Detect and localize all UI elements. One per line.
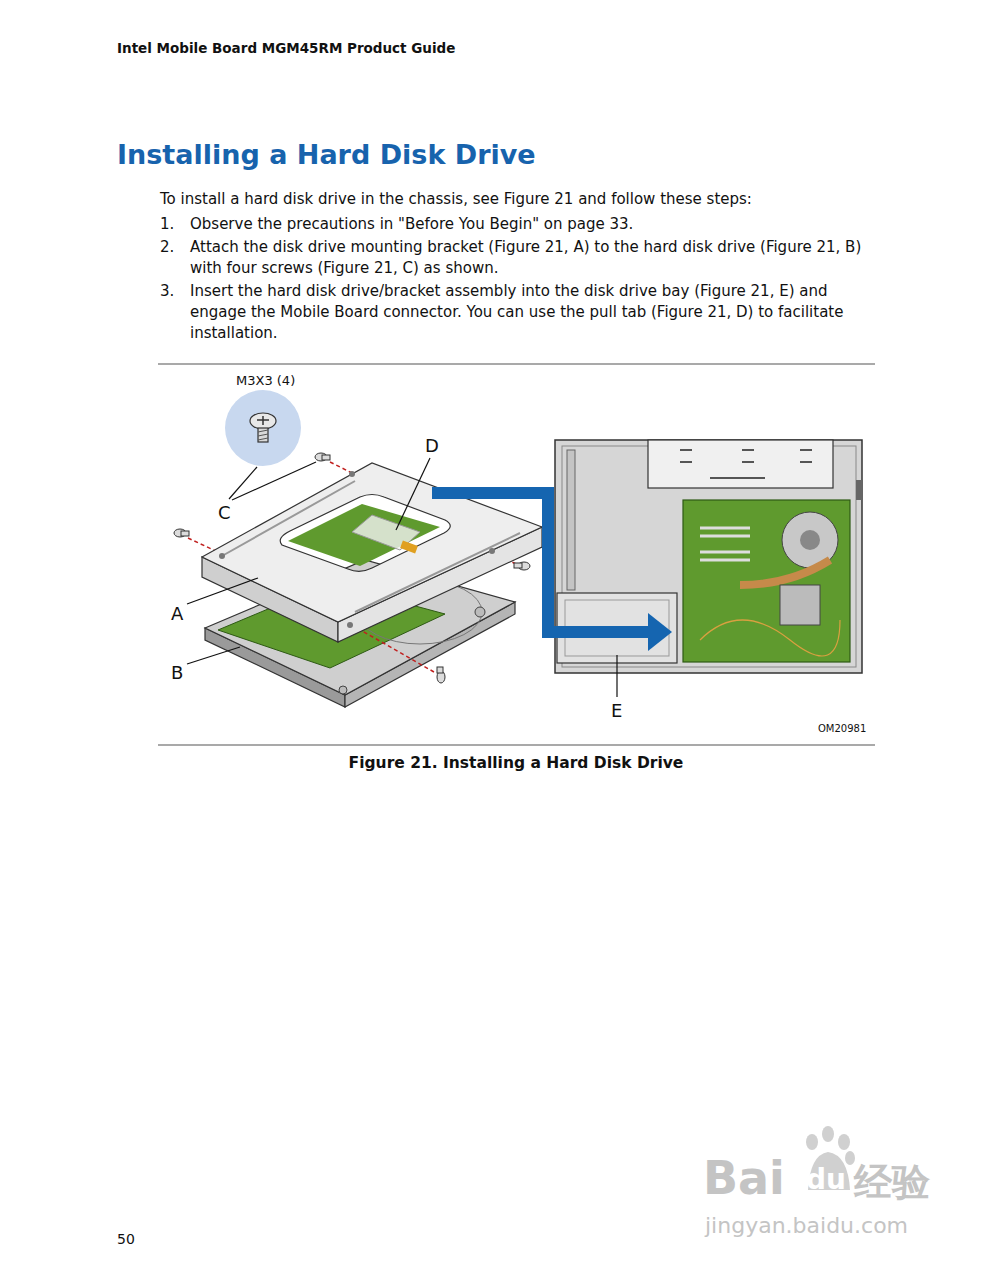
callout-letter: E <box>611 698 622 723</box>
rule-line <box>158 744 875 745</box>
callout-letter: A <box>171 601 183 626</box>
insertion-arrow <box>432 493 672 651</box>
step-number: 1. <box>160 214 174 235</box>
step-text: Attach the disk drive mounting bracket (… <box>190 237 875 279</box>
figure-id: OM20981 <box>818 722 866 736</box>
leader-line <box>187 458 617 697</box>
step-text: Insert the hard disk drive/bracket assem… <box>190 281 875 344</box>
running-header: Intel Mobile Board MGM45RM Product Guide <box>117 39 455 58</box>
chassis <box>555 440 862 673</box>
step-text: Observe the precautions in "Before You B… <box>190 214 875 235</box>
watermark: 经验 <box>854 1156 930 1209</box>
callout-letter: C <box>218 500 231 525</box>
step-number: 3. <box>160 281 174 302</box>
step-number: 2. <box>160 237 174 258</box>
screw-spec: M3X3 (4) <box>236 372 295 390</box>
callout-letter: D <box>425 433 439 458</box>
figure-caption: Figure 21. Installing a Hard Disk Drive <box>349 752 684 774</box>
callout-letter: B <box>171 660 183 685</box>
page-number: 50 <box>117 1229 135 1249</box>
watermark: du <box>806 1160 846 1199</box>
rule-line <box>158 363 875 364</box>
watermark: Bai <box>703 1146 785 1210</box>
screw-detail <box>225 390 301 466</box>
intro-text: To install a hard disk drive in the chas… <box>160 189 752 210</box>
watermark: jingyan.baidu.com <box>705 1210 908 1241</box>
page-title: Installing a Hard Disk Drive <box>117 136 536 174</box>
